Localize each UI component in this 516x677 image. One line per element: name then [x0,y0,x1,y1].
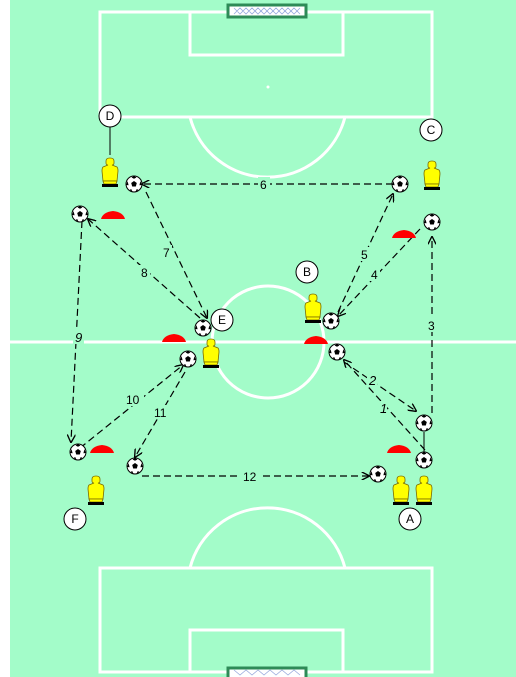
pass-label-9: 9 [73,330,84,345]
ball-icon [424,214,440,230]
pass-label-7: 7 [161,245,172,260]
svg-text:E: E [218,313,226,327]
ball-icon [180,351,196,367]
ball-icon [195,320,211,336]
ball-icon [323,313,339,329]
bottom-goal-icon [228,668,306,677]
pass-label-11: 11 [152,405,172,420]
player-label-E: E [211,309,233,331]
pass-label-8: 8 [138,265,150,280]
player-label-B: B [296,261,318,283]
top-goal-icon [228,5,306,17]
svg-text:12: 12 [243,470,257,484]
svg-text:F: F [71,512,78,526]
pitch-surface [10,0,516,677]
svg-text:6: 6 [260,178,267,192]
player-label-A: A [399,508,421,530]
svg-text:3: 3 [428,319,435,333]
ball-icon [70,444,86,460]
pass-label-5: 5 [359,247,370,262]
svg-text:1: 1 [380,401,387,416]
svg-text:A: A [406,512,414,526]
svg-text:D: D [106,109,115,123]
player-label-C: C [420,119,442,141]
pass-label-6: 6 [258,177,270,192]
svg-text:C: C [427,123,436,137]
pass-label-4: 4 [369,267,380,282]
svg-text:10: 10 [126,393,140,407]
svg-text:9: 9 [75,330,82,345]
ball-icon [416,452,432,468]
ball-icon [329,344,345,360]
player-label-D: D [99,105,121,127]
ball-icon [127,458,143,474]
ball-icon [72,206,88,222]
pass-label-10: 10 [124,392,144,407]
svg-text:7: 7 [163,246,170,260]
ball-icon [126,176,142,192]
ball-icon [416,415,432,431]
player-label-F: F [64,508,86,530]
svg-text:8: 8 [141,266,148,280]
svg-text:4: 4 [371,268,378,282]
svg-text:B: B [303,265,311,279]
svg-text:2: 2 [368,373,377,388]
pass-label-3: 3 [426,318,437,333]
ball-icon [392,176,408,192]
pass-label-1: 1 [377,401,387,416]
pass-label-2: 2 [367,373,377,388]
svg-text:11: 11 [154,406,167,420]
ball-icon [370,466,386,482]
pass-label-12: 12 [240,469,262,484]
penalty-spot [267,86,270,89]
svg-text:5: 5 [361,248,368,262]
